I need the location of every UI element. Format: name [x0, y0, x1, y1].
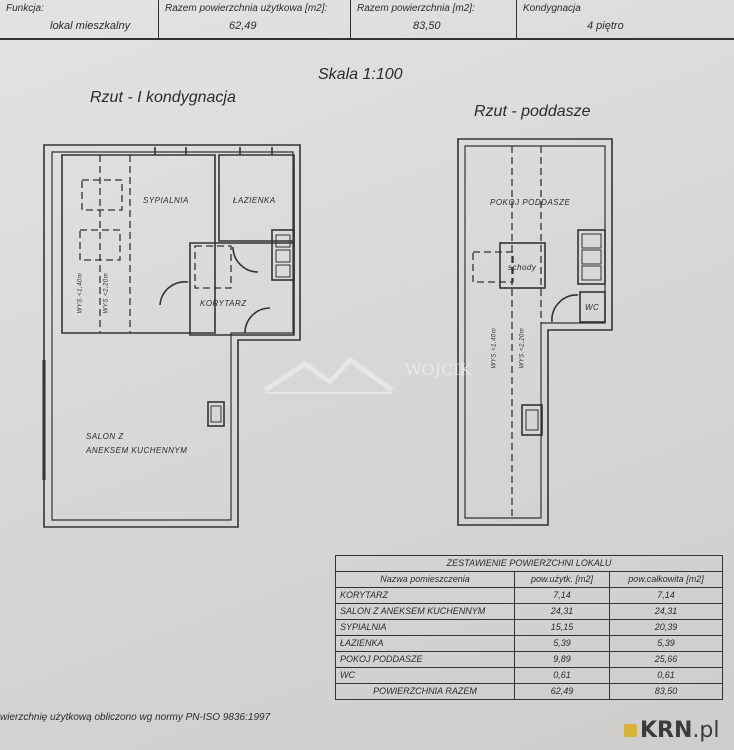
- logo-brand: KRN: [640, 718, 693, 743]
- col-header-total: pow.całkowita [m2]: [608, 571, 724, 588]
- usable-area-label: Razem powierzchnia użytkowa [m2]:: [165, 3, 328, 14]
- total-area-label: Razem powierzchnia [m2]:: [357, 3, 475, 14]
- total-label: POWIERZCHNIA RAZEM: [335, 683, 515, 700]
- row-name: WC: [335, 667, 515, 684]
- total-usable: 62,49: [514, 683, 610, 700]
- lock-icon: [624, 724, 637, 737]
- attic-height-label-140: WYS.<1,40m: [491, 327, 498, 369]
- header-cell-usable-area: Razem powierzchnia użytkowa [m2]: 62,49: [159, 0, 351, 38]
- row-usable: 15,15: [514, 619, 610, 636]
- total-area-value: 83,50: [413, 20, 441, 32]
- function-label: Funkcja:: [6, 3, 44, 14]
- watermark: [263, 356, 394, 394]
- room-label-stairs: schody: [508, 263, 537, 272]
- corridor-walls: [189, 242, 295, 336]
- row-name: SALON Z ANEKSEM KUCHENNYM: [335, 603, 515, 620]
- room-label-living-2: ANEKSEM KUCHENNYM: [86, 446, 188, 455]
- row-total: 20,39: [608, 619, 724, 636]
- row-total: 5,39: [608, 635, 724, 652]
- col-header-usable: pow.użytk. [m2]: [514, 571, 610, 588]
- left-plan-outer-wall: [43, 144, 301, 528]
- attic-height-label-220: WYS.<2,20m: [519, 327, 526, 369]
- row-usable: 5,39: [514, 635, 610, 652]
- floor-label: Kondygnacja: [523, 3, 581, 14]
- krn-logo: KRN.pl: [640, 718, 719, 744]
- watermark-text: WOJCIK: [405, 360, 473, 379]
- floor-value: 4 piętro: [587, 20, 624, 32]
- room-label-bathroom: ŁAZIENKA: [233, 196, 276, 205]
- header-cell-total-area: Razem powierzchnia [m2]: 83,50: [351, 0, 517, 38]
- stairs: [499, 242, 546, 289]
- area-summary-table: ZESTAWIENIE POWIERZCHNI LOKALU Nazwa pom…: [335, 555, 724, 700]
- row-usable: 9,89: [514, 651, 610, 668]
- plan-left-title: Rzut - I kondygnacja: [90, 89, 236, 106]
- usable-area-value: 62,49: [229, 20, 257, 32]
- bedroom-walls: [61, 154, 216, 334]
- ventilation-shaft-attic: [577, 229, 606, 285]
- row-total: 0,61: [608, 667, 724, 684]
- room-label-living-1: SALON Z: [86, 432, 124, 441]
- header-cell-floor: Kondygnacja 4 piętro: [517, 0, 734, 38]
- logo-suffix: .pl: [692, 718, 720, 743]
- ventilation-shaft: [271, 229, 295, 281]
- room-label-corridor: KORYTARZ: [200, 299, 247, 308]
- row-usable: 24,31: [514, 603, 610, 620]
- room-label-attic: POKOJ PODDASZE: [490, 198, 571, 207]
- scale-label: Skala 1:100: [318, 66, 403, 83]
- height-label-220: WYS.<2,20m: [103, 272, 110, 314]
- row-usable: 0,61: [514, 667, 610, 684]
- chimney: [207, 401, 225, 427]
- row-total: 25,66: [608, 651, 724, 668]
- total-total: 83,50: [608, 683, 724, 700]
- row-name: SYPIALNIA: [335, 619, 515, 636]
- function-value: lokal mieszkalny: [50, 20, 131, 32]
- room-label-wc: WC: [585, 303, 600, 312]
- summary-title: ZESTAWIENIE POWIERZCHNI LOKALU: [335, 555, 723, 572]
- plan-right-title: Rzut - poddasze: [474, 103, 591, 120]
- row-total: 24,31: [608, 603, 724, 620]
- footnote: wierzchnię użytkową obliczono wg normy P…: [0, 712, 271, 723]
- row-name: POKOJ PODDASZE: [335, 651, 515, 668]
- wc-walls: [579, 291, 606, 323]
- height-label-140: WYS.<1,40m: [77, 272, 84, 314]
- chimney-attic: [521, 404, 543, 436]
- row-name: ŁAZIENKA: [335, 635, 515, 652]
- col-header-name: Nazwa pomieszczenia: [335, 571, 515, 588]
- room-label-bedroom: SYPIALNIA: [143, 196, 189, 205]
- row-name: KORYTARZ: [335, 587, 515, 604]
- row-total: 7,14: [608, 587, 724, 604]
- info-header-table: Funkcja: lokal mieszkalny Razem powierzc…: [0, 0, 734, 40]
- header-cell-function: Funkcja: lokal mieszkalny: [0, 0, 159, 38]
- right-plan-outer-wall: [457, 138, 613, 526]
- row-usable: 7,14: [514, 587, 610, 604]
- door-arc: [159, 281, 189, 306]
